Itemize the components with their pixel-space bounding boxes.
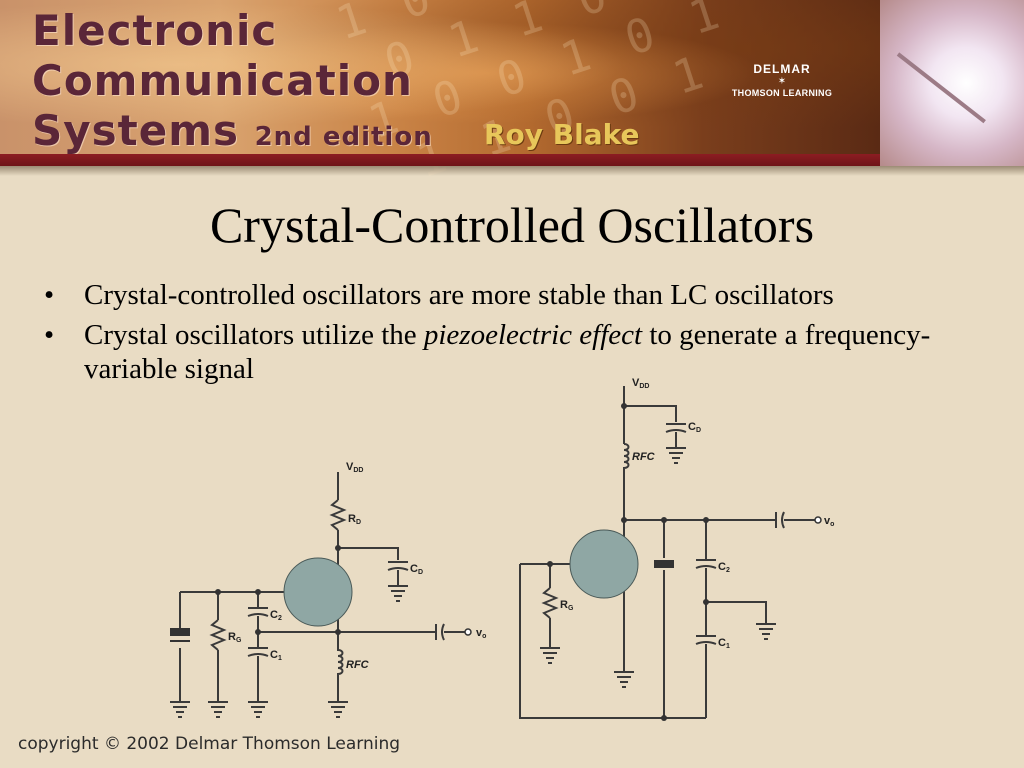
left-output-capacitor [435, 623, 445, 641]
junction-dot [621, 403, 627, 409]
left-cd-ground [388, 570, 408, 602]
right-cd-ground [666, 432, 686, 464]
right-c2-capacitor [695, 520, 717, 602]
junction-dot [335, 545, 341, 551]
right-output-capacitor [775, 511, 785, 529]
right-c2-label: C2 [718, 561, 730, 574]
left-rfc-inductor [337, 632, 344, 694]
star-icon: ✶ [777, 76, 787, 87]
right-cd-wire [624, 405, 677, 422]
right-c1-capacitor [695, 602, 717, 718]
bullet-text-after: to generate a frequency-variable signal [84, 319, 931, 385]
right-jfet-body [569, 529, 639, 599]
publisher-subname: THOMSON LEARNING [731, 88, 833, 98]
right-c1-label: C1 [718, 637, 730, 650]
header-banner: 1 0 0 1 1 0 0 1 1 0 1 1 0 0 1 0 1 1 1 0 … [0, 0, 1024, 176]
left-vo-label: vo [476, 627, 486, 640]
bullet-text-before: Crystal oscillators utilize the [84, 319, 424, 351]
book-title-line2: Communication [32, 56, 413, 105]
book-author: Roy Blake [484, 118, 640, 151]
banner-background-art [0, 0, 880, 162]
left-cd-wire [338, 547, 399, 560]
right-vo-label: vo [824, 515, 834, 528]
left-cd-label: CD [410, 563, 423, 576]
left-rd-resistor [329, 499, 347, 531]
left-jfet-body [283, 557, 353, 627]
right-vdd-label: VDD [632, 377, 649, 390]
publisher-name: DELMAR [753, 62, 811, 76]
bullet-emphasis: piezoelectric effect [423, 319, 643, 351]
junction-dot [547, 561, 553, 567]
left-rd-label: RD [348, 513, 361, 526]
right-gate-loop [519, 564, 706, 719]
junction-dot [703, 599, 709, 605]
right-rfc-inductor [623, 443, 630, 520]
junction-dot [703, 517, 709, 523]
left-rg-resistor [209, 619, 227, 651]
right-oscillator-circuit [519, 386, 816, 719]
bullet-marker: • [44, 279, 55, 311]
book-edition: 2nd edition [254, 122, 433, 152]
junction-dot [215, 589, 221, 595]
bullet-item: • Crystal oscillators utilize the piezoe… [44, 318, 994, 386]
left-rfc-label: RFC [346, 659, 370, 671]
book-title-word: Systems [32, 106, 239, 155]
right-rg-label: RG [560, 599, 574, 612]
right-mid-ground [706, 601, 776, 640]
junction-dot [621, 517, 627, 523]
junction-dot [661, 715, 667, 721]
publisher-logo: DELMAR ✶ THOMSON LEARNING [712, 62, 852, 98]
right-rg-ground [540, 618, 560, 664]
banner-shadow [0, 166, 1024, 176]
book-title-line1: Electronic [32, 6, 278, 55]
right-source-ground [614, 666, 634, 688]
left-rfc-ground [328, 694, 348, 718]
left-c1-capacitor [247, 632, 269, 694]
left-rg-ground [208, 650, 228, 718]
banner-divider [0, 154, 880, 166]
junction-dot [255, 629, 261, 635]
left-crystal-ground [170, 648, 190, 718]
bullet-list: • Crystal-controlled oscillators are mor… [44, 278, 994, 392]
right-crystal [654, 560, 674, 568]
left-rg-label: RG [228, 631, 242, 644]
right-cd-label: CD [688, 421, 701, 434]
right-cd-capacitor [665, 423, 687, 433]
left-feedback-node [258, 631, 338, 633]
junction-dot [661, 517, 667, 523]
bullet-text: Crystal-controlled oscillators are more … [84, 279, 834, 311]
left-crystal-plate [170, 640, 190, 642]
right-rfc-label: RFC [632, 451, 656, 463]
left-c1-label: C1 [270, 649, 282, 662]
bullet-item: • Crystal-controlled oscillators are mor… [44, 278, 994, 312]
right-output-terminal [814, 516, 822, 524]
bullet-marker: • [44, 319, 55, 351]
circuit-diagram: VDD RD CD C2 C1 RG RFC vo VDD CD RFC vo … [170, 377, 834, 721]
junction-dot [255, 589, 261, 595]
right-rg-resistor [541, 587, 559, 619]
left-c2-label: C2 [270, 609, 282, 622]
left-vdd-label: VDD [346, 461, 363, 474]
slide-title: Crystal-Controlled Oscillators [209, 197, 815, 253]
copyright-footer: copyright © 2002 Delmar Thomson Learning [18, 734, 401, 754]
left-crystal [170, 628, 190, 636]
banner-photo [880, 0, 1024, 166]
junction-dot [335, 629, 341, 635]
left-c2-capacitor [247, 592, 269, 632]
left-c1-ground [248, 694, 268, 718]
left-output-terminal [464, 628, 472, 636]
left-cd-capacitor [387, 561, 409, 571]
book-title-line3: Systems 2nd edition [32, 106, 433, 155]
